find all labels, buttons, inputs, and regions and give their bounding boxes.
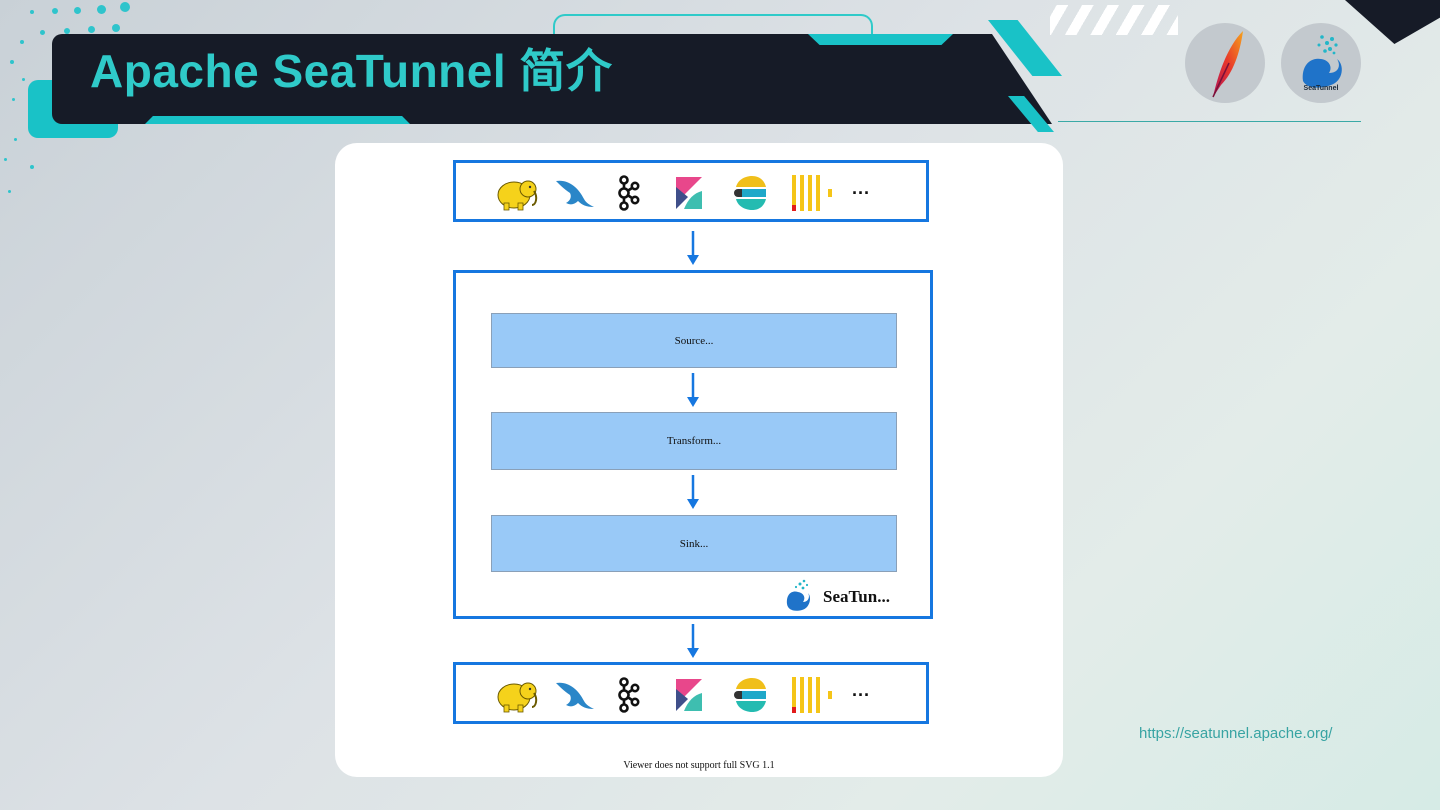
stage-transform: Transform... [491, 412, 897, 470]
diagram-card: ··· Source... Transform... Sink... SeaTu… [335, 143, 1063, 777]
website-link[interactable]: https://seatunnel.apache.org/ [1139, 725, 1333, 742]
more-indicator: ··· [852, 182, 870, 203]
seatunnel-brand-icon [786, 579, 810, 611]
clickhouse-icon [792, 677, 852, 713]
source-systems-box: ··· [453, 160, 929, 222]
stage-sink: Sink... [491, 515, 897, 572]
hadoop-elephant-icon [492, 175, 552, 211]
title-accent-strip [808, 34, 953, 45]
header-underline [1058, 121, 1361, 122]
seatunnel-engine-box: Source... Transform... Sink... SeaTun... [453, 270, 933, 619]
arrow-down-icon [687, 475, 699, 509]
arrow-down-icon [687, 231, 699, 265]
kibana-icon [672, 677, 732, 713]
stage-source: Source... [491, 313, 897, 368]
mysql-dolphin-icon [552, 677, 612, 713]
kibana-icon [672, 175, 732, 211]
seatunnel-logo-label: SeaTunnel [1303, 85, 1339, 92]
page-title: Apache SeaTunnel 简介 [90, 45, 613, 97]
apache-feather-icon [1212, 31, 1243, 98]
decorative-stripes [1050, 5, 1178, 35]
elasticsearch-icon [732, 677, 792, 713]
seatunnel-logo: SeaTunnel [1281, 23, 1361, 103]
kafka-icon [612, 175, 672, 211]
clickhouse-icon [792, 175, 852, 211]
apache-logo [1185, 23, 1265, 103]
title-bar [52, 34, 1052, 124]
arrow-down-icon [687, 624, 699, 658]
seatunnel-brand-label: SeaTun... [823, 587, 890, 606]
title-bottom-strip [145, 116, 410, 124]
kafka-icon [612, 677, 672, 713]
more-indicator: ··· [852, 684, 870, 705]
svg-viewer-note: Viewer does not support full SVG 1.1 [623, 760, 775, 771]
elasticsearch-icon [732, 175, 792, 211]
seatunnel-wave-icon [1302, 35, 1342, 88]
arrow-down-icon [687, 373, 699, 407]
mysql-dolphin-icon [552, 175, 612, 211]
hadoop-elephant-icon [492, 677, 552, 713]
sink-systems-box: ··· [453, 662, 929, 724]
decorative-outline-tab [553, 14, 873, 46]
